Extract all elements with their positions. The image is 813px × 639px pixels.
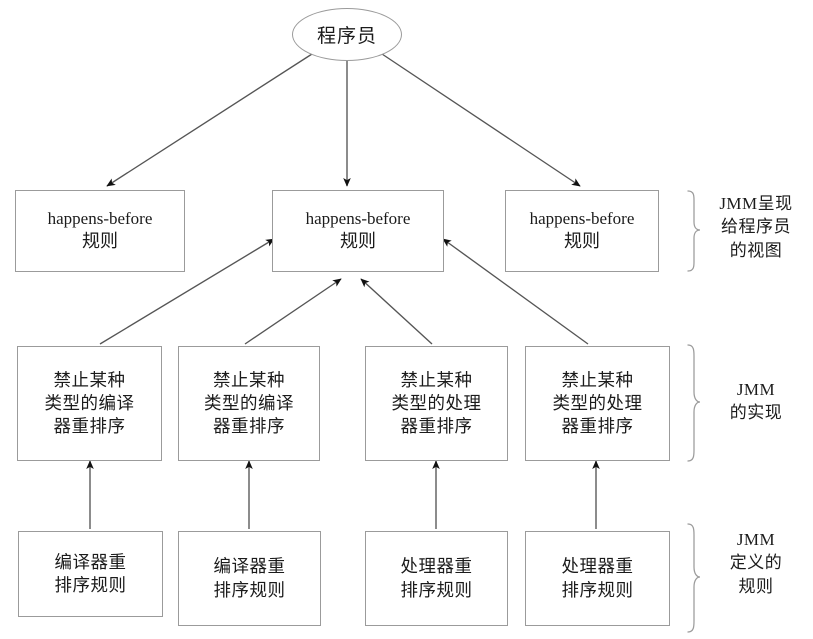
node-processor-reorder-rule-2-line2: 排序规则 [561, 579, 634, 600]
node-processor-reorder-rule-1-line2: 排序规则 [400, 579, 473, 600]
node-compiler-reorder-rule-2: 编译器重 排序规则 [178, 531, 321, 626]
group-label-rules-line2: 定义的 [729, 553, 783, 573]
group-label-view-line1: JMM呈现 [719, 194, 793, 213]
node-happens-before-3-line2: 规则 [564, 231, 600, 252]
group-label-view-line2: 给程序员 [721, 217, 791, 237]
edge-impl2-to-hb-middle [244, 278, 342, 345]
node-happens-before-1-line1: happens-before [47, 208, 153, 228]
node-processor-reorder-rule-1-line1: 处理器重 [400, 556, 473, 577]
node-forbid-compiler-reorder-2-line2: 类型的编译 [204, 392, 294, 413]
node-forbid-processor-reorder-1-line2: 类型的处理 [391, 392, 482, 413]
node-processor-reorder-rule-2-line1: 处理器重 [561, 556, 634, 577]
node-forbid-compiler-reorder-2-line1: 禁止某种 [213, 369, 285, 390]
node-happens-before-3-line1: happens-before [529, 208, 635, 228]
group-label-rules-line1: JMM [736, 530, 776, 549]
node-forbid-processor-reorder-2: 禁止某种 类型的处理 器重排序 [525, 346, 670, 461]
node-forbid-processor-reorder-2-line3: 器重排序 [561, 416, 634, 437]
node-forbid-compiler-reorder-1-line2: 类型的编译 [44, 392, 135, 413]
brace-rules [687, 523, 701, 633]
edge-impl3-to-hb-middle [360, 278, 433, 345]
node-compiler-reorder-rule-2-line2: 排序规则 [213, 579, 286, 600]
group-label-rules: JMM 定义的 规则 [706, 528, 806, 598]
node-compiler-reorder-rule-1-line1: 编译器重 [54, 551, 127, 572]
node-forbid-compiler-reorder-2: 禁止某种 类型的编译 器重排序 [178, 346, 320, 461]
group-label-implementation-line1: JMM [736, 380, 776, 399]
node-forbid-processor-reorder-1-line3: 器重排序 [400, 416, 473, 437]
node-programmer-label: 程序员 [316, 26, 377, 47]
group-label-view-line3: 的视图 [729, 240, 783, 260]
node-compiler-reorder-rule-2-line1: 编译器重 [213, 556, 286, 577]
node-forbid-processor-reorder-1-line1: 禁止某种 [400, 369, 473, 390]
brace-view [687, 190, 701, 272]
group-label-rules-line3: 规则 [738, 576, 774, 596]
edge-programmer-to-hb-right [381, 53, 581, 187]
node-compiler-reorder-rule-1: 编译器重 排序规则 [18, 531, 163, 617]
node-forbid-compiler-reorder-1: 禁止某种 类型的编译 器重排序 [17, 346, 162, 461]
node-happens-before-2-line1: happens-before [305, 208, 411, 228]
node-compiler-reorder-rule-1-line2: 排序规则 [54, 575, 127, 595]
node-forbid-processor-reorder-2-line1: 禁止某种 [561, 369, 634, 390]
node-programmer: 程序员 [292, 8, 402, 61]
group-label-view: JMM呈现 给程序员 的视图 [706, 192, 806, 262]
node-forbid-processor-reorder-1: 禁止某种 类型的处理 器重排序 [365, 346, 508, 461]
node-forbid-compiler-reorder-1-line1: 禁止某种 [53, 369, 126, 390]
node-forbid-processor-reorder-2-line2: 类型的处理 [552, 392, 643, 413]
node-forbid-compiler-reorder-2-line3: 器重排序 [213, 416, 285, 437]
node-forbid-compiler-reorder-1-line3: 器重排序 [53, 416, 126, 437]
node-processor-reorder-rule-2: 处理器重 排序规则 [525, 531, 670, 626]
group-label-implementation: JMM 的实现 [706, 378, 806, 425]
edge-programmer-to-hb-left [106, 53, 313, 187]
node-happens-before-2-line2: 规则 [340, 231, 376, 252]
brace-implementation [687, 344, 701, 462]
node-processor-reorder-rule-1: 处理器重 排序规则 [365, 531, 508, 626]
node-happens-before-1-line2: 规则 [82, 231, 118, 252]
group-label-implementation-line2: 的实现 [729, 403, 783, 423]
node-happens-before-2: happens-before 规则 [272, 190, 444, 272]
node-happens-before-1: happens-before 规则 [15, 190, 185, 272]
node-happens-before-3: happens-before 规则 [505, 190, 659, 272]
